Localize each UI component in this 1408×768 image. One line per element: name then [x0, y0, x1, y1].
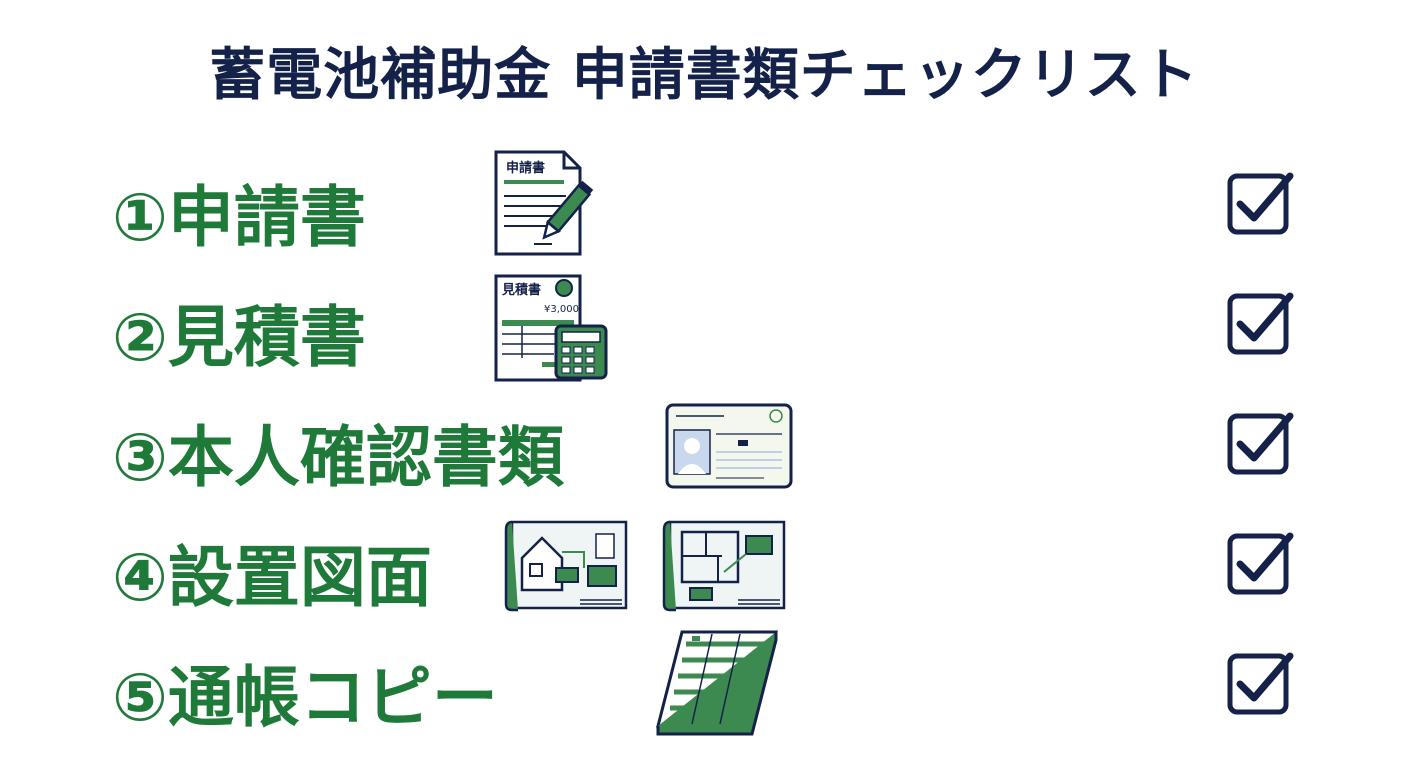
item-label: ③本人確認書類: [112, 419, 564, 496]
form-title-text: 申請書: [506, 160, 545, 176]
item-label: ⑤通帳コピー: [112, 659, 498, 736]
page-title: 蓄電池補助金 申請書類チェックリスト: [209, 43, 1199, 108]
checked-box-icon[interactable]: [1226, 530, 1298, 596]
estimate-calculator-icon: 見積書 ¥3,000: [494, 274, 608, 382]
checked-box-icon[interactable]: [1226, 410, 1298, 476]
checklist-item-id: ③本人確認書類: [0, 382, 1408, 502]
estimate-title-text: 見積書: [501, 282, 541, 298]
bankbook-icon: [656, 630, 778, 736]
item-label: ④設置図面: [112, 539, 432, 616]
estimate-amount-text: ¥3,000: [544, 304, 579, 315]
checklist-item-drawing: ④設置図面: [0, 502, 1408, 622]
checked-box-icon[interactable]: [1226, 650, 1298, 716]
checked-box-icon[interactable]: [1226, 290, 1298, 356]
checked-box-icon[interactable]: [1226, 170, 1298, 236]
item-label: ②見積書: [112, 299, 366, 376]
item-label: ①申請書: [112, 179, 366, 256]
floor-plan-blueprint-icon: [662, 520, 786, 612]
checklist-item-application: ①申請書 申請書: [0, 142, 1408, 262]
house-blueprint-icon: [504, 520, 628, 612]
id-card-icon: [665, 403, 793, 489]
checklist-item-bankbook: ⑤通帳コピー: [0, 622, 1408, 742]
checklist-item-estimate: ②見積書 見積書 ¥3,000: [0, 262, 1408, 382]
application-form-pen-icon: 申請書: [494, 150, 594, 256]
